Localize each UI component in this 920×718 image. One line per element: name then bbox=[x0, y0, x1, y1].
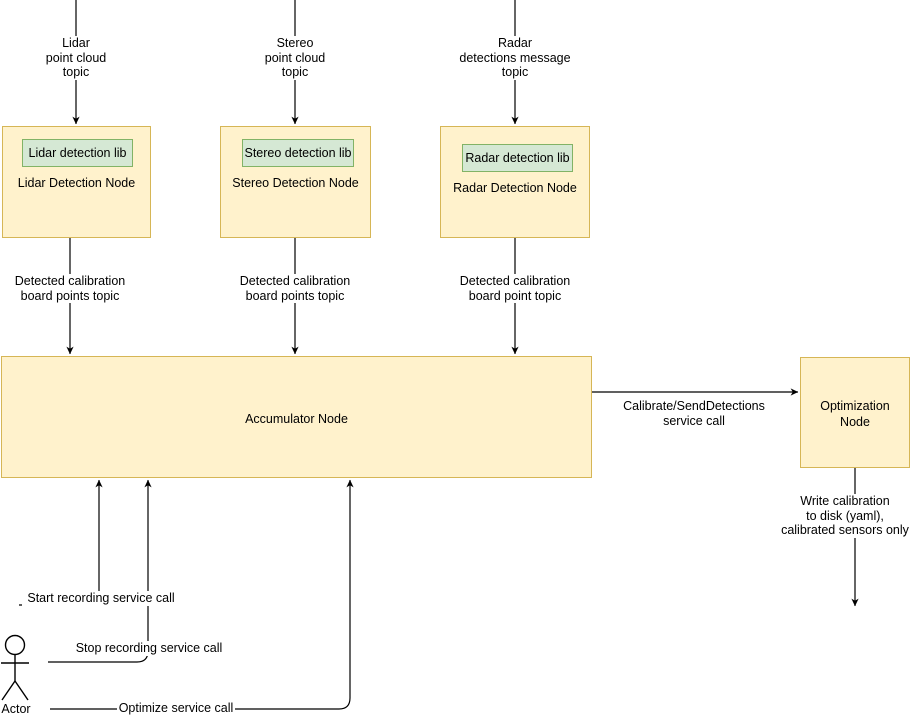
radar-detection-node-label: Radar Detection Node bbox=[453, 181, 577, 195]
optimization-node-label-line: Optimization bbox=[820, 399, 890, 413]
accumulator-node[interactable]: Accumulator Node bbox=[1, 356, 592, 478]
edge-label-line: Calibrate/SendDetections bbox=[623, 399, 765, 413]
actor-label: Actor bbox=[1, 702, 31, 716]
stereo-detection-node[interactable]: Stereo detection lib Stereo Detection No… bbox=[220, 126, 371, 238]
topic-line: topic bbox=[501, 65, 529, 80]
calibrate-send-detections-label: Calibrate/SendDetections service call bbox=[589, 399, 799, 428]
lidar-detection-lib[interactable]: Lidar detection lib bbox=[22, 139, 133, 167]
optimization-node-label-line: Node bbox=[840, 414, 870, 429]
lidar-detection-node[interactable]: Lidar detection lib Lidar Detection Node bbox=[2, 126, 151, 238]
topic-line: detections message bbox=[459, 50, 571, 65]
stop-recording-connector bbox=[48, 479, 152, 663]
optimize-service-call-label[interactable]: Optimize service call bbox=[117, 701, 235, 716]
optimize-connector bbox=[50, 479, 354, 710]
lidar-detected-board-points-topic-label: Detected calibration board points topic bbox=[0, 274, 140, 304]
stereo-detected-board-points-topic-label: Detected calibration board points topic bbox=[225, 274, 365, 304]
edge-label-line: Write calibration bbox=[800, 494, 890, 508]
topic-line: board points topic bbox=[20, 288, 120, 303]
topic-line: board points topic bbox=[245, 288, 345, 303]
radar-detections-message-topic-label: Radar detections message topic bbox=[440, 36, 590, 80]
topic-line: topic bbox=[62, 65, 90, 80]
topic-line: Radar bbox=[497, 36, 533, 50]
topic-line: Stereo bbox=[276, 36, 314, 50]
topic-line: topic bbox=[281, 65, 309, 80]
topic-line: Detected calibration bbox=[459, 274, 571, 288]
stereo-detection-node-label: Stereo Detection Node bbox=[232, 176, 359, 190]
radar-detected-board-point-topic-label: Detected calibration board point topic bbox=[445, 274, 585, 304]
topic-line: Detected calibration bbox=[14, 274, 126, 288]
optimization-node-label: Optimization Node bbox=[801, 399, 909, 430]
topic-line: Detected calibration bbox=[239, 274, 351, 288]
edge-label-line: calibrated sensors only bbox=[781, 523, 909, 538]
stereo-point-cloud-topic-label: Stereo point cloud topic bbox=[235, 36, 355, 80]
stop-recording-service-call-label[interactable]: Stop recording service call bbox=[73, 641, 225, 656]
start-recording-connector bbox=[19, 479, 103, 606]
topic-line: point cloud bbox=[45, 50, 107, 65]
radar-detection-node[interactable]: Radar detection lib Radar Detection Node bbox=[440, 126, 590, 238]
topic-line: board point topic bbox=[468, 288, 562, 303]
edge-label-line: to disk (yaml), bbox=[806, 508, 884, 523]
radar-detection-lib[interactable]: Radar detection lib bbox=[462, 144, 573, 172]
topic-line: Lidar bbox=[62, 36, 90, 50]
lidar-detection-node-label: Lidar Detection Node bbox=[17, 176, 136, 190]
accumulator-node-label: Accumulator Node bbox=[245, 412, 348, 426]
edge-label-line: service call bbox=[663, 413, 725, 428]
stereo-detection-lib[interactable]: Stereo detection lib bbox=[242, 139, 354, 167]
lidar-point-cloud-topic-label: Lidar point cloud topic bbox=[16, 36, 136, 80]
start-recording-service-call-label[interactable]: Start recording service call bbox=[22, 591, 180, 606]
optimization-node[interactable]: Optimization Node bbox=[800, 357, 910, 468]
write-calibration-label: Write calibration to disk (yaml), calibr… bbox=[770, 494, 920, 538]
actor-icon bbox=[1, 634, 29, 701]
topic-line: point cloud bbox=[264, 50, 326, 65]
